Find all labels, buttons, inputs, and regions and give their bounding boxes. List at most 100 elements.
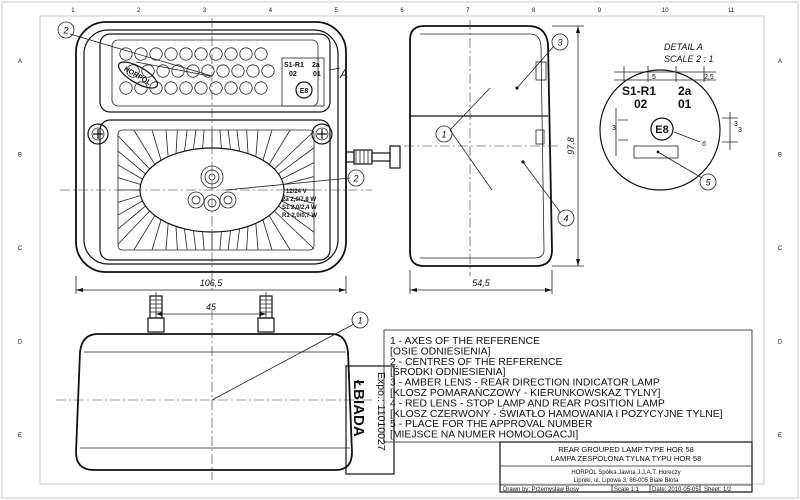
lens-ray [117,200,143,216]
lens-ray [175,226,178,251]
frame-tick-label: 10 [662,8,669,14]
lens-ray [117,150,146,175]
title-en: REAR GROUPED LAMP TYPE HOR 58 [558,445,694,454]
lens-ray [227,230,232,251]
lens-ray [283,195,315,204]
frame-row-letter-right: A [778,59,782,65]
callout-2-right: 2 [225,169,365,191]
lamp-ratings: 12/24 V 2a 2,0/7,8 W S1 2,0/2,4 W R1 2,0… [282,189,317,219]
red-lens-rays [117,129,315,251]
detail-approval-mark: E8 [655,124,668,136]
side-callout-1-text: 1 [441,130,446,140]
lens-cell [224,81,238,95]
inspection-stamp: Expo.: 11010027 ŁBIADA [345,365,395,475]
dimension-depth-text: 54,5 [472,278,491,288]
lens-ray [184,228,188,251]
lens-cell [194,81,208,95]
side-callout-1: 1 [435,87,493,191]
lens-ray [117,210,150,245]
legend-line: 2 - CENTRES OF THE REFERENCE [390,357,562,368]
lens-cell [231,64,245,78]
rating-r1: R1 2,0/0,7 W [282,213,317,219]
front-housing-outer [75,21,347,273]
lens-ray [227,129,232,150]
callout-2-top-text: 2 [62,26,68,36]
lens-ray [255,223,259,251]
lens-ray [117,177,141,185]
frame-tick-label: 6 [400,8,404,14]
frame-tick-label: 7 [466,8,470,14]
detail-a: DETAIL A SCALE 2 : 1 S1-R1 2a 02 01 E8 5… [599,42,742,191]
lens-cell [201,64,215,78]
legend-line: [ŚRODKI ODNIESIENIA] [390,365,506,378]
lens-ray [274,130,315,170]
lens-cell [239,81,253,95]
lens-ray [236,129,240,152]
lens-ray [281,200,315,218]
detail-callout-5: 5 [657,151,717,191]
lens-ray [262,129,273,161]
frame-tick-label: 1 [71,8,75,14]
legend-line: 4 - RED LENS - STOP LAMP AND REAR POSITI… [390,398,665,409]
lens-ray [192,230,197,251]
lens-ray [192,129,197,150]
lens-ray [278,205,315,233]
company-line-2: Lipniki, ul. Lipowa 3, 86-005 Białe Błot… [574,478,679,484]
legend-line: 5 - PLACE FOR THE APPROVAL NUMBER [390,419,593,430]
amber-lens-pattern [119,47,275,95]
lens-cell [246,64,260,78]
lens-cell [134,47,148,61]
detail-marking-top: S1-R1 [622,84,656,98]
lens-cell [149,47,163,61]
legend-line: 1 - AXES OF THE REFERENCE [390,336,540,347]
callout-2-right-text: 2 [352,174,358,184]
bottom-view: 45 1 [56,292,372,480]
frame-tick-label: 5 [335,8,339,14]
detail-scale: SCALE 2 : 1 [664,54,714,64]
title-block: REAR GROUPED LAMP TYPE HOR 58 LAMPA ZESP… [499,441,753,493]
detail-title: DETAIL A [664,42,703,52]
frame-tick-label: 3 [203,8,207,14]
rating-2a: 2a 2,0/7,8 W [282,197,316,203]
legend: 1 - AXES OF THE REFERENCE[OSIE ODNIESIEN… [383,329,753,443]
detail-marking-top-right: 2a [678,84,692,98]
approval-marking: S1-R1 2a 02 01 E8 [281,57,325,107]
frame-tick-label: 2 [137,8,141,14]
detail-marking-bottom-right: 01 [678,97,692,111]
lens-ray [246,226,249,251]
legend-line: [OSIE ODNIESIENIA] [390,346,491,357]
detail-dim-2-5: 2,5 [704,74,714,81]
lens-ray [274,210,315,250]
dimension-width-text: 106,5 [200,278,224,288]
lens-ray [151,129,162,161]
lens-cell [216,64,230,78]
side-view: 1 3 4 97,8 54,5 [404,20,584,294]
frame-tick-label: 11 [728,8,735,14]
lens-ray [255,129,259,157]
marking-top-right-text: 2a [312,62,320,69]
screw-left [87,123,109,145]
marking-top-text: S1-R1 [284,62,304,69]
lens-cell [164,47,178,61]
rating-s1: S1 2,0/2,4 W [282,205,317,211]
lens-cell [141,64,155,78]
callout-2-top: 2 [57,21,75,39]
connector-stub [345,145,401,169]
lens-cell [179,81,193,95]
detail-reference-letter: A [339,67,348,81]
approval-mark-text: E8 [300,88,309,95]
rating-voltage: 12/24 V [286,189,307,195]
side-housing [409,25,553,267]
stamp-line-2: ŁBIADA [350,380,367,437]
front-housing-inner [83,29,339,265]
lens-cell [156,64,170,78]
lens-ray [184,129,188,152]
lens-ray [219,129,222,149]
lens-cell [179,47,193,61]
lens-cell [119,81,133,95]
detail-circle [599,69,721,191]
frame-row-letter-left: C [18,246,23,252]
stamp-line-1: Expo.: 11010027 [375,372,387,451]
